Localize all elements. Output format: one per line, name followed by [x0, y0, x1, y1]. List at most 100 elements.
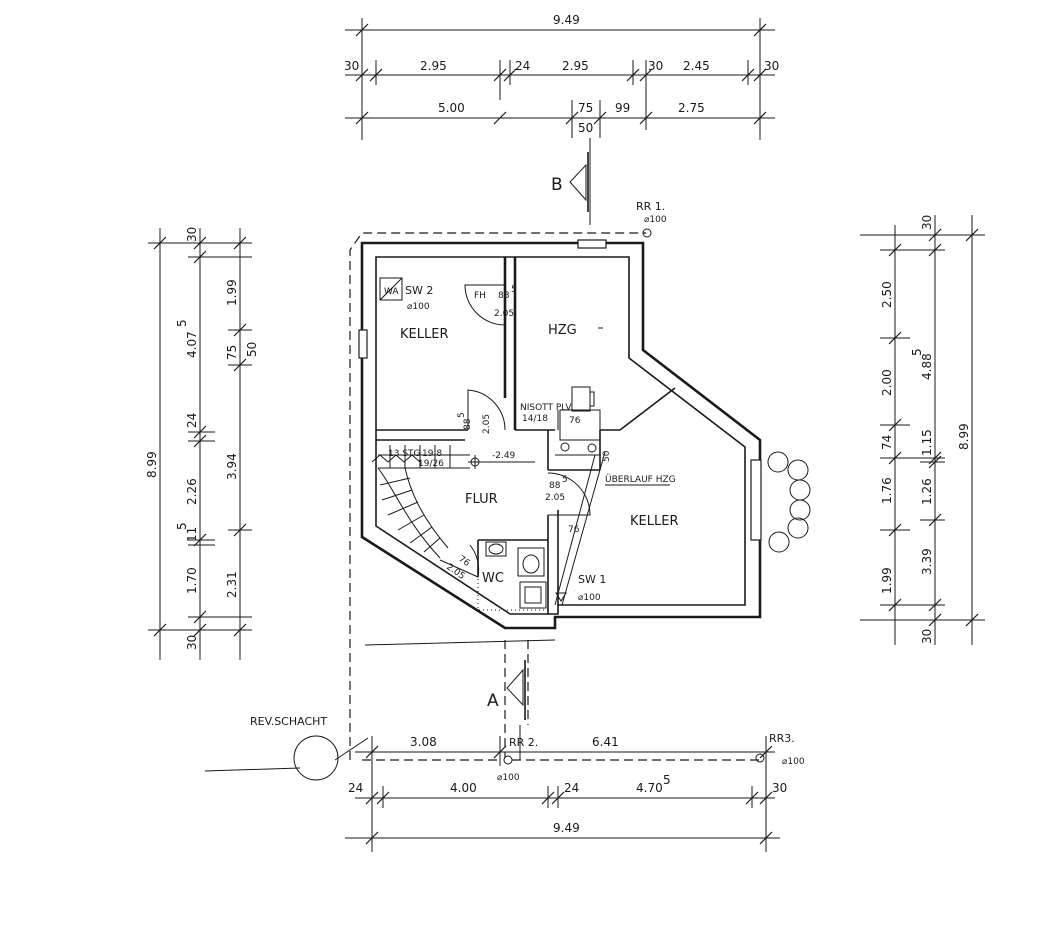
fh-door-width: 88	[498, 291, 510, 301]
window-right	[750, 459, 762, 541]
section-markers	[506, 152, 589, 720]
door-wc-width: 76	[456, 554, 471, 569]
right-col1-4: 74	[880, 435, 894, 450]
fh-door-width-sup: 5	[511, 285, 517, 295]
section-b-arrow	[569, 163, 587, 202]
overflow-label: ÜBERLAUF HZG	[605, 474, 676, 485]
drain-lines	[204, 138, 760, 772]
left-outer-5: 2.26	[185, 478, 199, 505]
bottom-lower-2: 4.00	[450, 781, 477, 795]
left-outer-3: 5	[175, 319, 189, 327]
room-hzg: HZG	[548, 323, 577, 338]
left-outer-2: 4.07	[185, 331, 199, 358]
sw2-diameter: ⌀100	[407, 302, 430, 312]
top-dim-4: 2.95	[562, 59, 589, 73]
left-inner-3: 50	[245, 342, 259, 357]
top-dim-row2-4: 2.75	[678, 101, 705, 115]
door-wc	[439, 544, 480, 578]
wa-label: WA	[384, 287, 399, 297]
sw1-label: SW 1	[578, 573, 606, 586]
fh-door-height: 2.05	[494, 309, 514, 319]
rev-schacht-label: REV.SCHACHT	[250, 715, 327, 728]
section-b-label: B	[551, 175, 563, 195]
sw1-diameter: ⌀100	[578, 593, 601, 603]
wc-toilet	[485, 541, 507, 557]
bottom-lower-5: 5	[663, 773, 671, 787]
rev-schacht-manhole	[293, 735, 339, 781]
doors	[439, 284, 603, 578]
top-dim-5: 30	[648, 59, 663, 73]
stairs-rise: 19.8	[422, 449, 442, 459]
left-outer-7: 5	[175, 522, 189, 530]
right-overall-dim: 8.99	[957, 423, 971, 450]
left-outer-8: 1.70	[185, 567, 199, 594]
rr2-marker	[503, 755, 513, 765]
window-top	[577, 239, 607, 249]
outer-walls	[358, 239, 762, 630]
left-inner-4: 3.94	[225, 453, 239, 480]
rr1-label: RR 1.	[636, 200, 665, 213]
top-dim-row2-2: 75	[578, 101, 593, 115]
wc-shower	[519, 581, 547, 609]
heating-fixtures	[555, 386, 601, 456]
door-flur-height: 2.05	[545, 493, 565, 503]
annotation-labels: A B RR 1. ⌀100 RR 2. ⌀100 RR3. ⌀100 REV.…	[250, 175, 805, 783]
door-keller-se	[547, 472, 591, 516]
bottom-lower-4: 4.70	[636, 781, 663, 795]
left-overall-dim: 8.99	[145, 451, 159, 478]
left-outer-4: 24	[185, 413, 199, 428]
room-labels: KELLER HZG FLUR WC KELLER	[400, 323, 678, 586]
bottom-upper-2: 6.41	[592, 735, 619, 749]
bottom-overall-dim: 9.49	[553, 821, 580, 835]
left-outer-1: 30	[185, 227, 199, 242]
door-keller-nw	[467, 389, 506, 431]
top-dimension-chains: 9.49 30 2.95 24 2.95 30 2.45 30 5.00 75 …	[344, 13, 779, 140]
fh-door-label: FH	[474, 291, 486, 301]
right-col2-3: 1.15	[920, 429, 934, 456]
bottom-dimension-chains: 3.08 6.41 24 4.00 24 4.70 5 30 9.49	[345, 735, 787, 852]
right-col2-1: 4.88	[920, 353, 934, 380]
isotop-label-2: 14/18	[522, 414, 548, 424]
door-keller-width-sup: 5	[457, 412, 467, 418]
rr1-diameter: ⌀100	[644, 215, 667, 225]
top-dim-row2-sub: 50	[578, 121, 593, 135]
top-dim-7: 30	[764, 59, 779, 73]
boiler	[571, 386, 591, 412]
bottom-lower-1: 24	[348, 781, 363, 795]
right-col1-3: 2.00	[880, 369, 894, 396]
room-flur: FLUR	[465, 492, 498, 507]
wc-washbasin	[517, 547, 545, 577]
left-outer-6: 11	[185, 527, 199, 542]
rr3-diameter: ⌀100	[782, 757, 805, 767]
top-dim-2: 2.95	[420, 59, 447, 73]
section-a-arrow	[506, 668, 524, 707]
right-col1-7: 30	[920, 629, 934, 644]
door-flur-width-sup: 5	[562, 475, 568, 485]
top-dim-3: 24	[515, 59, 530, 73]
right-col1-5: 1.76	[880, 477, 894, 504]
room-keller-se: KELLER	[630, 514, 678, 529]
door-keller-height: 2.05	[482, 414, 492, 434]
room-keller-nw: KELLER	[400, 327, 448, 342]
stairs-ratio: 19/26	[418, 459, 444, 469]
isotop-label-1: NISOTT PLV	[520, 403, 572, 413]
right-col2-5: 3.39	[920, 548, 934, 575]
door-hzg-width: 76	[569, 416, 581, 426]
left-dimension-chains: 8.99 30 4.07 5 24 2.26 11 5 1.70 30 1.99…	[145, 227, 259, 660]
right-col1-6: 1.99	[880, 567, 894, 594]
drain-markers	[293, 228, 765, 781]
rr2-diameter: ⌀100	[497, 773, 520, 783]
left-inner-5: 2.31	[225, 571, 239, 598]
level-label: -2.49	[492, 451, 516, 461]
right-col1-1: 30	[920, 215, 934, 230]
staircase	[371, 445, 535, 559]
right-col1-2: 2.50	[880, 281, 894, 308]
top-dim-row2-3: 99	[615, 101, 630, 115]
top-dim-6: 2.45	[683, 59, 710, 73]
bottom-lower-3: 24	[564, 781, 579, 795]
small-50-label: 50	[602, 450, 612, 462]
left-inner-2: 75	[225, 345, 239, 360]
wc-fixtures	[477, 539, 549, 611]
right-col2-4: 1.26	[920, 478, 934, 505]
